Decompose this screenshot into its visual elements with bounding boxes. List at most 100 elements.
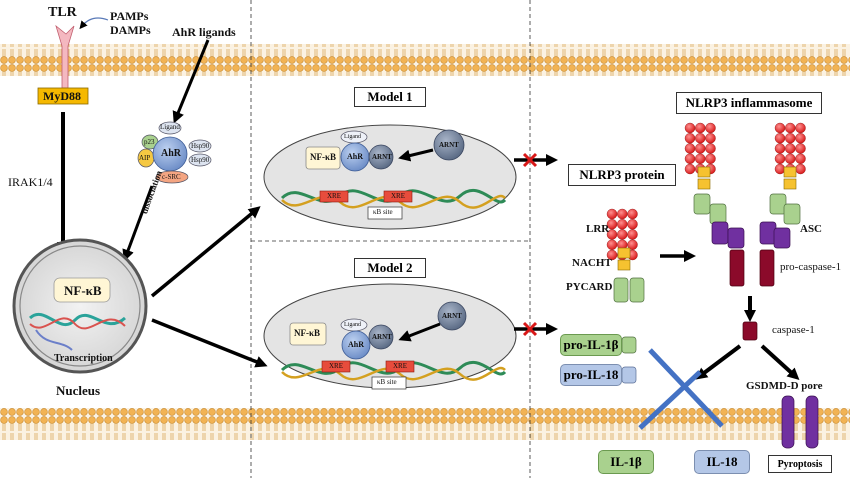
model2-xre2-label: XRE <box>393 362 407 370</box>
lrr-bead <box>785 153 796 164</box>
lrr-bead <box>774 163 786 175</box>
lrr-bead <box>684 153 696 164</box>
lrr-bead <box>795 133 806 144</box>
lrr-bead <box>695 133 706 144</box>
model1-title: Model 1 <box>354 87 426 107</box>
complex-p23-label: p23 <box>144 138 155 146</box>
lrr-bead <box>695 153 706 164</box>
model2-panel <box>263 283 517 390</box>
lrr-bead <box>795 143 806 154</box>
pro-il1b-tail <box>621 336 637 354</box>
gsdmd-pore <box>781 395 819 449</box>
complex-hsp90-b-label: Hsp90 <box>191 156 210 164</box>
lrr-bead <box>785 133 796 144</box>
ligand-arrow <box>172 39 210 124</box>
il1b-tag: IL-1β <box>598 450 654 474</box>
lrr-bead <box>617 219 628 230</box>
nlrp3-protein-title: NLRP3 protein <box>568 164 676 186</box>
inflammasome-assembly <box>684 122 806 287</box>
model1-ahr-label: AhR <box>347 152 364 161</box>
model1-ligand-label: Ligand <box>344 134 361 140</box>
plasma-membrane-top <box>0 44 850 76</box>
model2-ahr-label: AhR <box>348 340 365 349</box>
myd88-label: MyD88 <box>43 89 81 103</box>
lrr-bead <box>695 143 706 154</box>
lrr-bead <box>684 143 696 154</box>
pro-il18-tag: pro-IL-18 <box>560 364 622 386</box>
lrr-label: LRR <box>586 223 610 235</box>
lrr-bead <box>785 122 796 134</box>
gsdmd-label: GSDMD-D pore <box>746 380 823 392</box>
lrr-bead <box>606 208 618 220</box>
myd88-box <box>37 87 89 105</box>
lrr-bead <box>705 153 716 164</box>
lrr-bead <box>795 153 806 164</box>
complex-ahr-label: AhR <box>161 148 182 159</box>
lrr-bead <box>774 133 786 144</box>
complex-csrc-label: c-SRC <box>162 173 181 181</box>
complex-aip-label: AIP <box>139 154 151 162</box>
model2-xre1-label: XRE <box>329 362 343 370</box>
lrr-bead <box>785 143 796 154</box>
nucleus <box>12 238 148 374</box>
lrr-bead <box>705 143 716 154</box>
model1-xre2-label: XRE <box>391 192 405 200</box>
nucleus-nfkb-label: NF-κB <box>64 283 102 298</box>
ahr-complex <box>137 121 212 184</box>
pro-il1b-tag: pro-IL-1β <box>560 334 622 356</box>
dissociation-arrow <box>122 185 154 262</box>
caspase-to-cytokine-arrow <box>695 344 742 380</box>
lrr-bead <box>684 133 696 144</box>
lrr-bead <box>627 219 638 230</box>
nucleus-to-model2-arrow <box>151 318 268 368</box>
lrr-bead <box>684 122 696 134</box>
lrr-bead <box>606 229 618 240</box>
asc-label: ASC <box>800 223 823 235</box>
complex-hsp90-a-label: Hsp90 <box>191 142 210 150</box>
lrr-bead <box>606 239 618 250</box>
lrr-bead <box>774 143 786 154</box>
lrr-bead <box>606 249 618 261</box>
lrr-bead <box>627 239 638 250</box>
nacht-label: NACHT <box>572 257 612 269</box>
model1-kb-site-label: κB site <box>373 208 393 216</box>
lrr-bead <box>617 229 628 240</box>
model2-arnt-bound-label: ARNT <box>372 333 392 341</box>
lrr-bead <box>774 153 786 164</box>
lrr-bead <box>795 163 806 175</box>
nucleus-label: Nucleus <box>56 383 101 398</box>
inflammasome-title: NLRP3 inflammasome <box>676 92 822 114</box>
model1-nfkb-label: NF-κB <box>310 152 336 162</box>
lrr-bead <box>617 208 628 220</box>
damps-label: DAMPs <box>110 23 151 37</box>
il18-tag: IL-18 <box>694 450 750 474</box>
pycard-label: PYCARD <box>566 281 613 293</box>
complex-ligand-label: Ligand <box>160 123 180 131</box>
lrr-bead <box>684 163 696 175</box>
model2-kb-site-label: κB site <box>377 378 397 386</box>
model1-panel <box>263 124 517 230</box>
pamp-curve-arrow <box>79 17 109 30</box>
nucleus-to-model1-arrow <box>150 206 261 298</box>
lrr-bead <box>606 219 618 230</box>
model2-title: Model 2 <box>354 258 426 278</box>
tlr-receptor <box>55 24 75 89</box>
lrr-bead <box>627 229 638 240</box>
caspase1-block <box>742 321 758 341</box>
model2-nfkb-label: NF-κB <box>294 328 320 338</box>
pro-il18-tail <box>621 366 637 384</box>
irak-label: IRAK1/4 <box>8 175 53 189</box>
nlrp3-monomer <box>606 208 645 303</box>
transcription-label: Transcription <box>54 353 113 364</box>
lrr-bead <box>774 122 786 134</box>
model2-ligand-label: Ligand <box>344 322 361 328</box>
model1-arnt-free-label: ARNT <box>439 141 459 149</box>
pamps-label: PAMPs <box>110 9 149 23</box>
pro-caspase-label: pro-caspase-1 <box>780 261 842 273</box>
model1-block-x <box>522 152 538 168</box>
caspase-to-gsdmd-arrow <box>760 344 800 381</box>
pyroptosis-box: Pyroptosis <box>768 455 832 473</box>
model2-arnt-free-label: ARNT <box>442 312 462 320</box>
lrr-bead <box>627 208 638 220</box>
model1-xre1-label: XRE <box>327 192 341 200</box>
